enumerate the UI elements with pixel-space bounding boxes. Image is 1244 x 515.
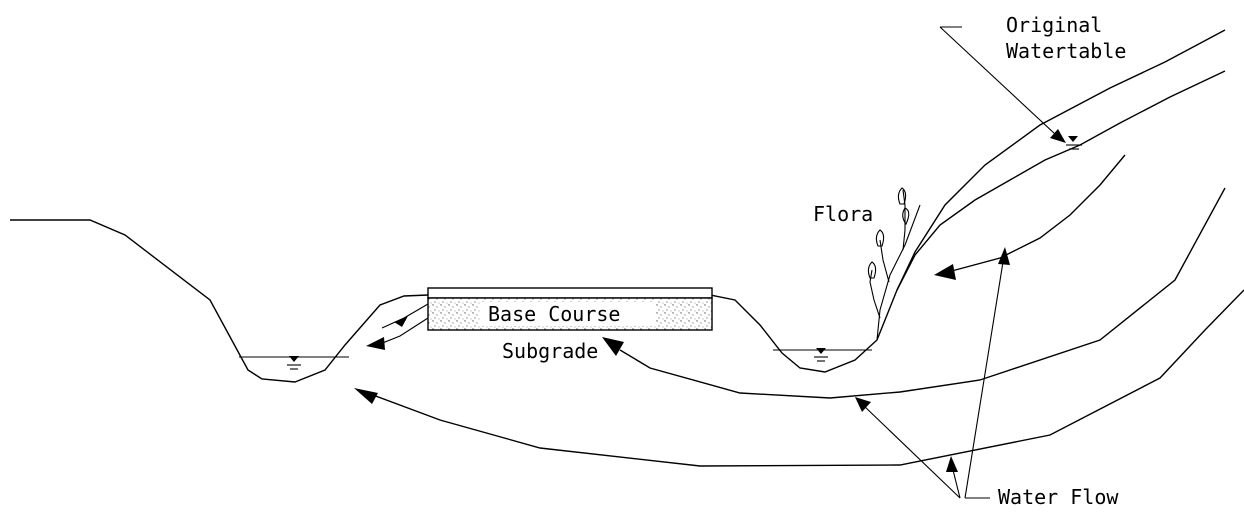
watertable-level-marker (1066, 136, 1082, 150)
ground-profile-line (10, 29, 1226, 383)
left-seepage-flow (366, 303, 429, 350)
flow-arrowhead-bank (934, 264, 956, 280)
flora-label: Flora (813, 202, 873, 226)
original-watertable-leader (939, 26, 1066, 143)
right-ditch-water-level (773, 348, 872, 362)
original-watertable-label-line2: Watertable (1006, 39, 1126, 63)
pavement-surface-layer (427, 287, 713, 299)
left-ditch-water-level (239, 356, 349, 370)
flow-arrowhead-subgrade (602, 337, 624, 356)
base-course-label-background (480, 302, 656, 326)
bank-seepage-line (947, 154, 1126, 273)
water-flow-leaders (855, 247, 1010, 499)
subsurface-flow-line-lower (364, 289, 1244, 467)
water-flow-label: Water Flow (998, 485, 1119, 509)
base-course-label: Base Course (488, 302, 620, 326)
flow-arrowhead-deep (354, 388, 378, 404)
subgrade-label: Subgrade (502, 339, 598, 363)
original-watertable-label-line1: Original (1006, 13, 1102, 37)
flora-plants (867, 187, 921, 341)
watertable-bank-line (896, 70, 1226, 291)
subsurface-flow-line-upper (619, 187, 1226, 399)
